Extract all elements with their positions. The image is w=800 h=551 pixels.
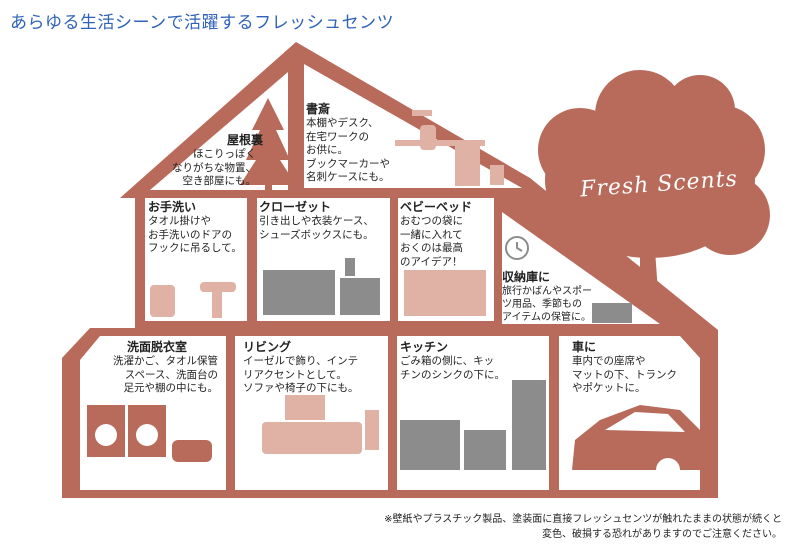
washroom-title: 洗面脱衣室	[126, 340, 187, 354]
storage-box-icon	[592, 303, 632, 323]
text-line: 在宅ワークの	[306, 130, 369, 143]
living-text: リビング イーゼルで飾り、インテ リアクセントとして。 ソファや椅子の下にも。	[243, 340, 359, 396]
text-line: 本棚やデスク、	[306, 117, 379, 129]
text-line: お供に。	[306, 144, 348, 156]
storage-room	[502, 212, 660, 324]
caution-note: ※壁紙やプラスチック製品、塗装面に直接フレッシュセンツが触れたままの状態が続くと…	[384, 512, 782, 542]
closet-text: クローゼット 引き出しや衣装ケース、 シューズボックスにも。	[259, 200, 374, 242]
text-line: スペース、洗面台の	[124, 368, 218, 381]
text-line: マットの下、トランク	[572, 368, 677, 381]
attic-title: 屋根裏	[226, 133, 263, 147]
pine-tree-icon	[240, 98, 296, 190]
text-line: ソファや椅子の下にも。	[243, 382, 359, 394]
note-line: ※壁紙やプラスチック製品、塗装面に直接フレッシュセンツが触れたままの状態が続くと	[384, 514, 782, 525]
text-line: フックに吊るして。	[148, 242, 242, 254]
text-line: アイテムの保管に。	[502, 312, 591, 323]
tree-icon	[538, 70, 770, 345]
text-line: 空き部屋にも。	[182, 175, 257, 187]
text-line: おむつの袋に	[400, 215, 463, 227]
text-line: ブックマーカーや	[306, 157, 390, 170]
text-line: シューズボックスにも。	[259, 228, 374, 241]
text-line: 名刺ケースにも。	[306, 171, 390, 183]
toilet-title: お手洗い	[148, 200, 197, 214]
text-line: タオル掛けや	[148, 215, 211, 227]
text-line: のアイデア！	[400, 255, 463, 268]
toilet-icon	[150, 282, 236, 318]
living-title: リビング	[243, 340, 292, 354]
text-line: チンのシンクの下に。	[400, 368, 505, 381]
toilet-text: お手洗い タオル掛けや お手洗いのドアの フックに吊るして。	[148, 200, 242, 256]
note-line: 変色、破損する恐れがありますのでご注意ください。	[542, 529, 782, 540]
storage-text: 収納庫に 旅行かばんやスポー ツ用品、季節もの アイテムの保管に。	[502, 270, 592, 324]
study-title: 書斎	[306, 102, 331, 116]
washing-machine-icon	[87, 405, 212, 462]
car-window	[605, 412, 685, 432]
text-line: イーゼルで飾り、インテ	[243, 355, 359, 367]
bed-icon	[263, 258, 380, 315]
text-line: ごみ箱の側に、キッ	[400, 355, 495, 367]
attic-label: 屋根裏	[203, 133, 263, 148]
text-line: 旅行かばんやスポー	[502, 286, 592, 297]
car-text: 車に 車内での座席や マットの下、トランク やポケットに。	[572, 340, 677, 396]
attic-room	[150, 72, 288, 190]
text-line: 一緒に入れて	[400, 228, 463, 241]
text-line: 洗濯かご、タオル保管	[113, 355, 218, 367]
sofa-icon	[262, 395, 379, 454]
text-line: 足元や棚の中にも。	[123, 382, 219, 394]
study-text: 書斎 本棚やデスク、 在宅ワークの お供に。 ブックマーカーや 名刺ケースにも。	[306, 102, 390, 185]
kitchen-text: キッチン ごみ箱の側に、キッ チンのシンクの下に。	[400, 340, 505, 382]
clock-icon	[505, 236, 529, 260]
text-line: おくのは最高	[400, 242, 463, 254]
washroom-text: 洗面脱衣室 洗濯かご、タオル保管 スペース、洗面台の 足元や棚の中にも。	[96, 340, 218, 396]
storage-title: 収納庫に	[502, 270, 551, 284]
text-line: リアクセントとして。	[243, 368, 347, 381]
text-line: 車内での座席や	[572, 355, 646, 367]
kitchen-icon	[400, 380, 546, 470]
car-wheel-icon	[656, 458, 680, 482]
text-line: やポケットに。	[572, 382, 646, 394]
text-line: お手洗いのドアの	[148, 228, 232, 241]
baby-bed-title: ベビーベッド	[400, 200, 473, 214]
text-line: ほこりっぽく	[193, 148, 256, 160]
attic-text: ほこりっぽく なりがちな物置、 空き部屋にも。	[158, 148, 256, 189]
crib-icon	[404, 270, 486, 316]
page-title: あらゆる生活シーンで活躍するフレッシュセンツ	[10, 13, 395, 33]
desk-icon	[395, 110, 504, 186]
text-line: ツ用品、季節もの	[502, 299, 582, 310]
closet-title: クローゼット	[259, 200, 332, 214]
kitchen-title: キッチン	[400, 340, 449, 354]
car-title: 車に	[572, 340, 597, 354]
baby-bed-text: ベビーベッド おむつの袋に 一緒に入れて おくのは最高 のアイデア！	[400, 200, 472, 269]
text-line: なりがちな物置、	[172, 161, 256, 174]
text-line: 引き出しや衣装ケース、	[259, 215, 374, 227]
